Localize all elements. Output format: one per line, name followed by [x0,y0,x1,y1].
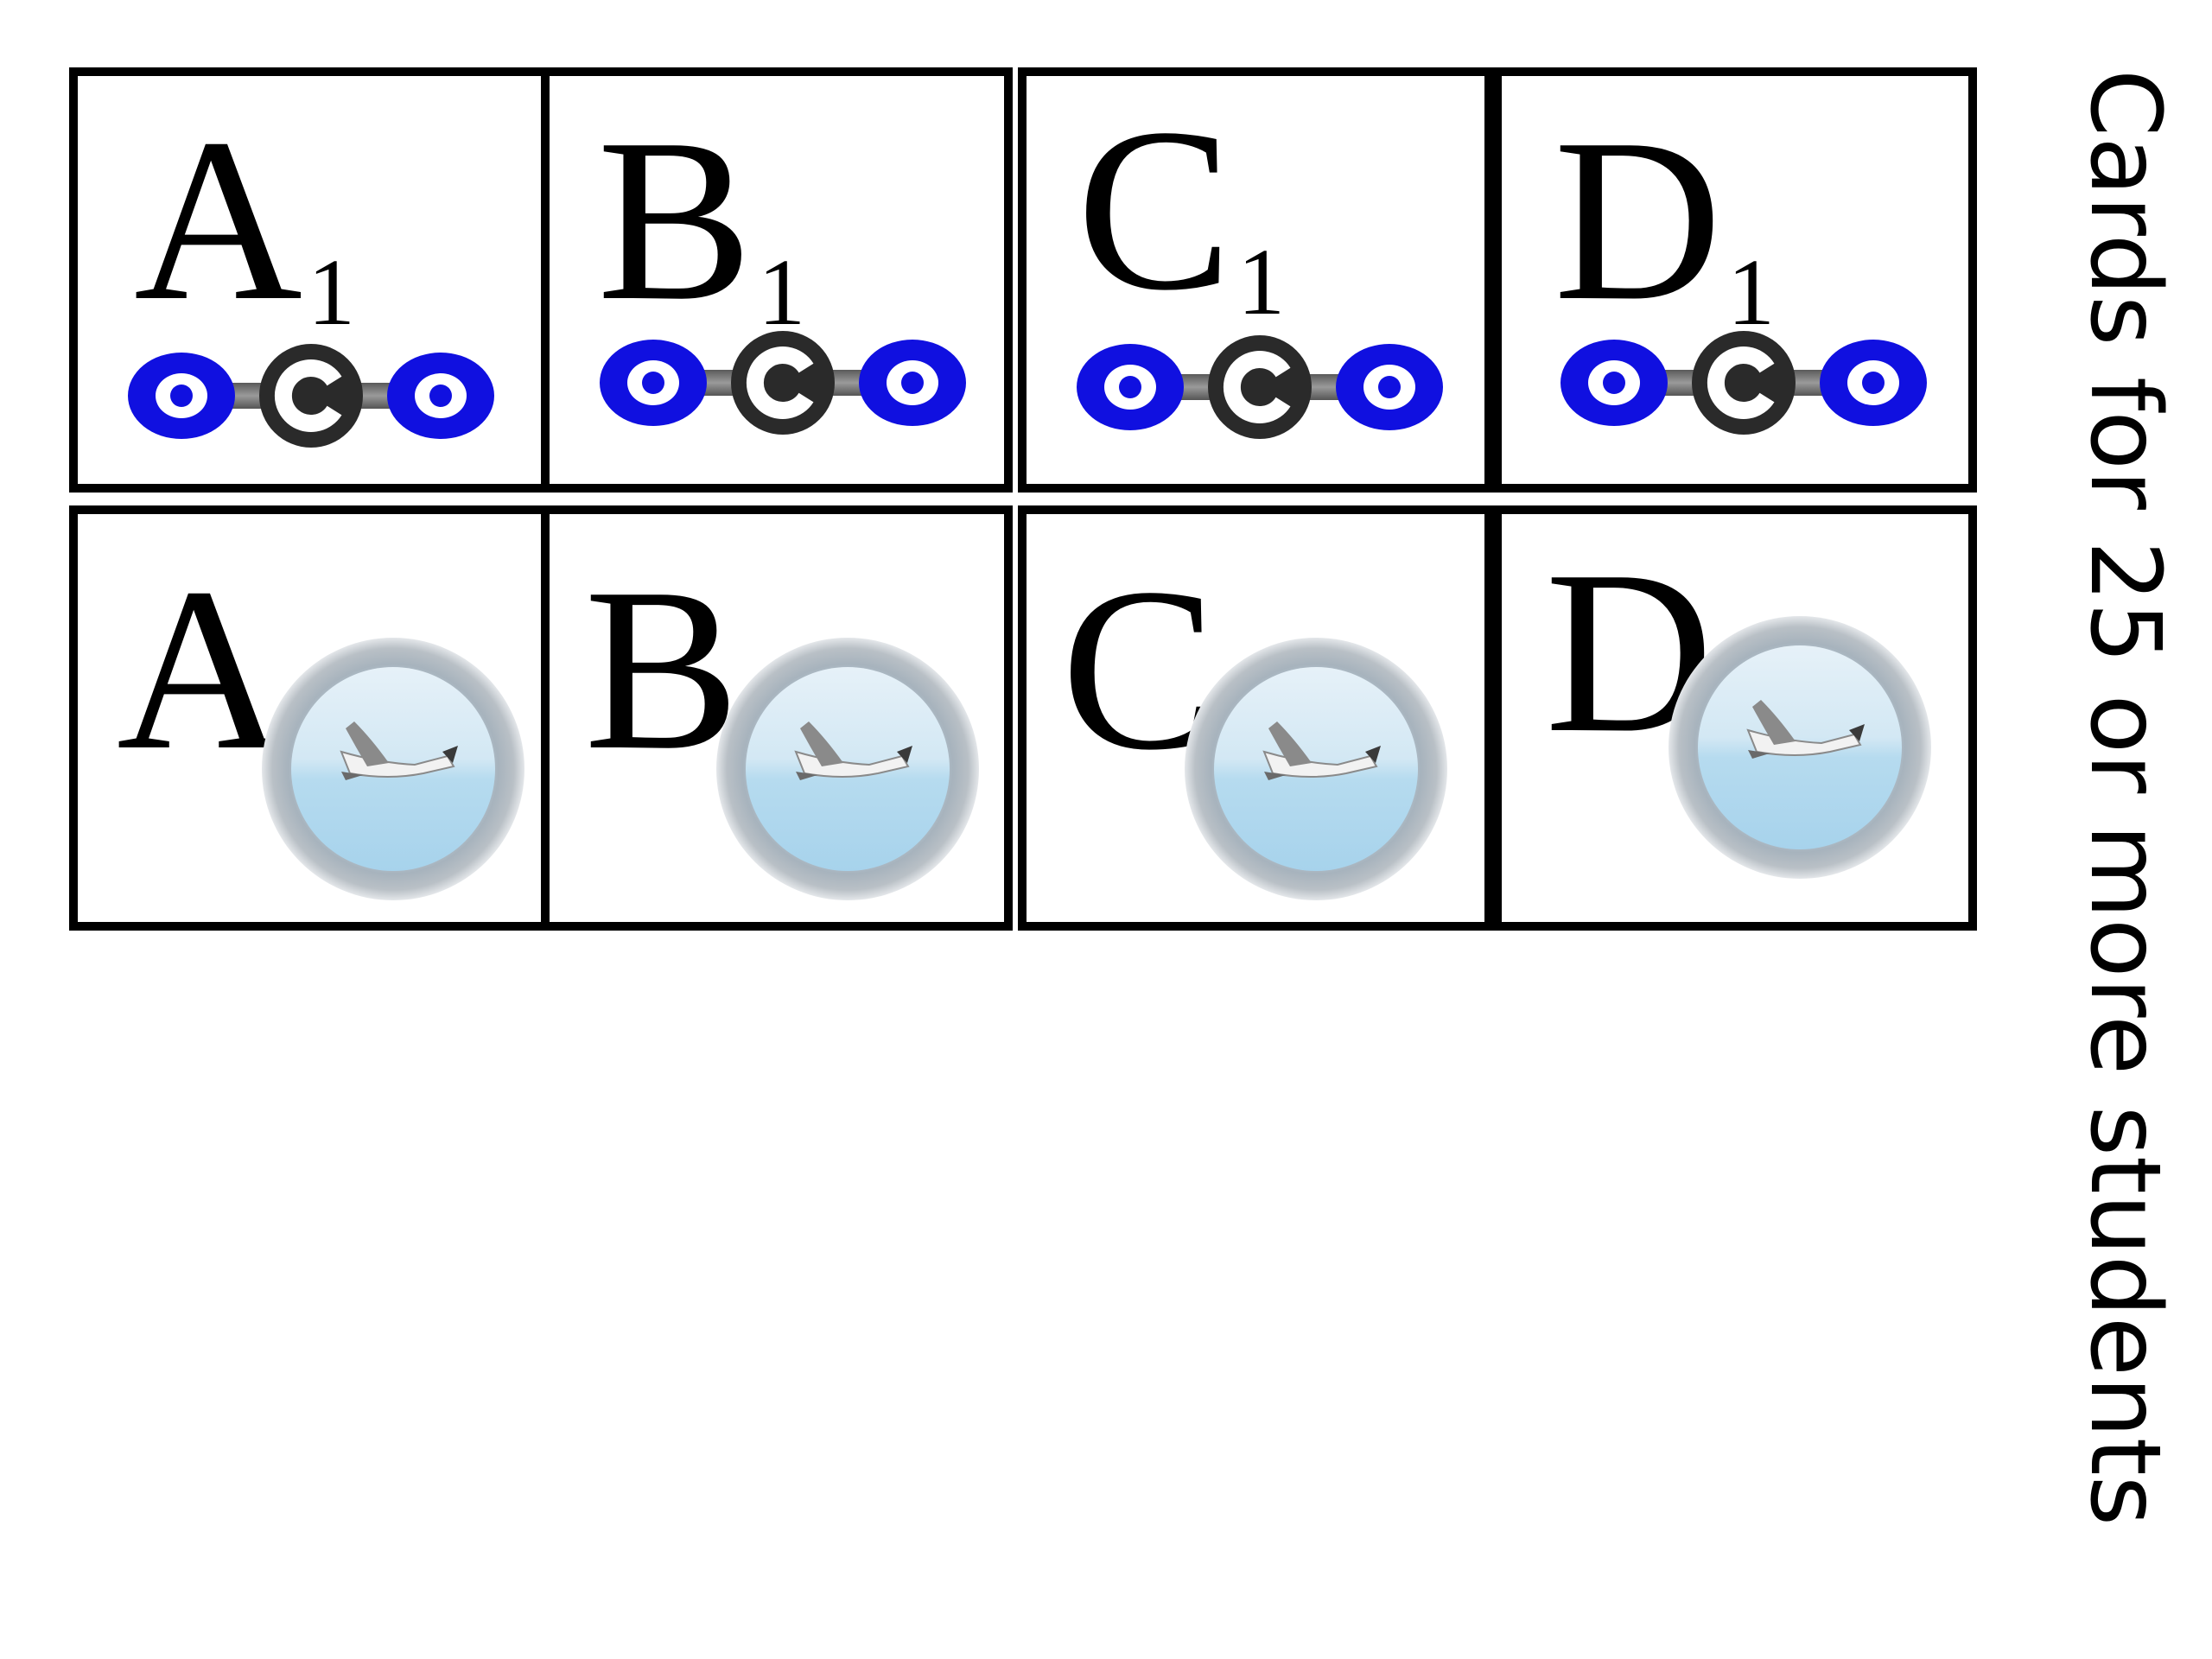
card-label: B1 [597,104,805,340]
card-letter: B [597,91,753,349]
card-b2: B2 [541,505,1013,931]
card-index: 1 [758,239,806,345]
card-index: 1 [308,239,355,345]
card-c2: C2 [1018,505,1493,931]
card-a1: A1 [69,67,550,493]
co2-molecule-icon [128,344,494,448]
card-letter: B [584,540,741,798]
card-c1: C1 [1018,67,1493,493]
card-b1: B1 [541,67,1013,493]
co2-molecule-icon [1077,335,1443,439]
co2-molecule-icon [600,331,966,435]
card-index: 1 [1727,239,1775,345]
caption-text: Cards for 25 or more students [2069,69,2181,1527]
card-label: D1 [1554,104,1775,340]
card-label: C1 [1077,93,1285,330]
bird-in-sky-lens-icon [262,638,524,900]
card-a2: A2 [69,505,550,931]
card-letter: D [1554,91,1722,349]
card-letter: A [117,540,285,798]
side-caption: Cards for 25 or more students [2061,69,2181,1573]
card-label: A1 [134,104,355,340]
card-letter: A [134,91,302,349]
card-letter: C [1077,80,1233,339]
card-index: 1 [1237,229,1286,334]
bird-in-sky-lens-icon [1669,616,1931,879]
card-d2: D2 [1493,505,1977,931]
bird-in-sky-lens-icon [716,638,979,900]
card-d1: D1 [1493,67,1977,493]
bird-in-sky-lens-icon [1185,638,1447,900]
co2-molecule-icon [1560,331,1927,435]
